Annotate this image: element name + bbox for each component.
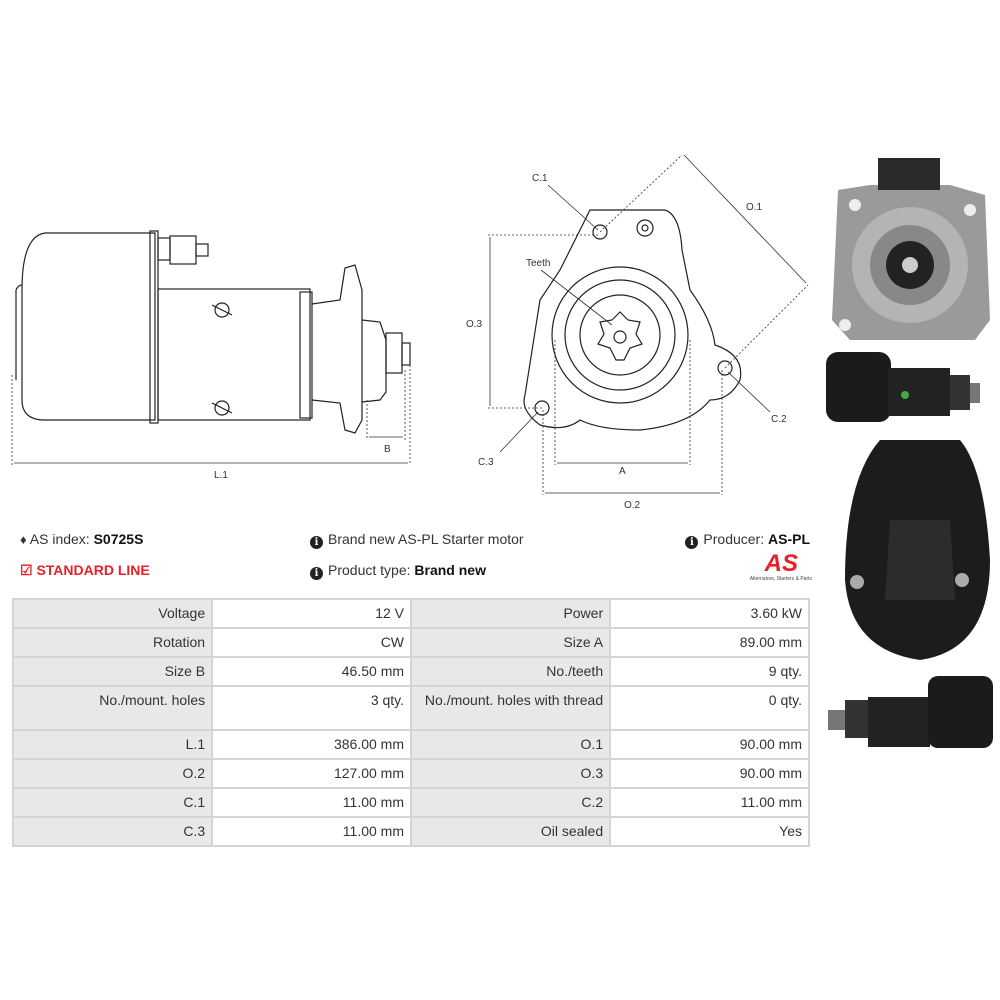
front-view-drawing: C.1 O.1 O.3 Teeth C.2 C.3 A O.2 — [466, 154, 809, 511]
spec-label: Size B — [11, 656, 214, 687]
spec-value: 89.00 mm — [609, 627, 810, 658]
as-index-label: AS index: — [29, 531, 90, 547]
info-icon: i — [310, 536, 323, 549]
dim-label-o1: O.1 — [746, 202, 763, 213]
spec-value: 90.00 mm — [609, 729, 810, 760]
spec-value: CW — [211, 627, 413, 658]
product-line-label: STANDARD LINE — [36, 562, 150, 578]
photo-side — [826, 352, 980, 422]
as-pl-logo: AS Alternators, Starters & Parts — [722, 550, 812, 583]
photo-front — [832, 158, 990, 340]
spec-value: 46.50 mm — [211, 656, 413, 687]
tag-icon: ♦ — [20, 532, 27, 547]
spec-label: Power — [410, 598, 612, 629]
product-photos — [826, 158, 993, 748]
logo-tagline: Alternators, Starters & Parts — [749, 576, 812, 582]
side-view-drawing: B L.1 — [11, 230, 411, 481]
spec-label: C.3 — [11, 816, 214, 847]
spec-label: Voltage — [11, 598, 214, 629]
photo-side-2 — [828, 676, 993, 748]
spec-label: O.2 — [11, 758, 214, 789]
dim-label-c1: C.1 — [532, 173, 548, 184]
dim-label-a: A — [619, 466, 626, 477]
spec-label: O.3 — [410, 758, 612, 789]
dim-label-o2: O.2 — [624, 500, 641, 511]
spec-value: Yes — [609, 816, 810, 847]
as-index: ♦ AS index: S0725S — [20, 531, 143, 547]
description-text: Brand new AS-PL Starter motor — [328, 531, 524, 547]
description: i Brand new AS-PL Starter motor — [310, 531, 524, 549]
spec-label: No./mount. holes with thread — [410, 685, 612, 731]
spec-value: 386.00 mm — [211, 729, 413, 760]
producer: i Producer: AS-PL — [685, 531, 810, 549]
spec-label: No./mount. holes — [11, 685, 214, 731]
spec-value: 11.00 mm — [211, 787, 413, 818]
dim-label-b: B — [384, 444, 391, 455]
spec-value: 3 qty. — [211, 685, 413, 731]
dim-label-teeth: Teeth — [526, 258, 550, 269]
spec-label: C.1 — [11, 787, 214, 818]
spec-label: Oil sealed — [410, 816, 612, 847]
spec-label: O.1 — [410, 729, 612, 760]
dim-label-l1: L.1 — [214, 470, 228, 481]
spec-label: Rotation — [11, 627, 214, 658]
spec-value: 11.00 mm — [211, 816, 413, 847]
dim-label-o3: O.3 — [466, 319, 483, 330]
spec-value: 11.00 mm — [609, 787, 810, 818]
checkbox-checked-icon: ☑ — [20, 562, 33, 578]
product-type-label: Product type: — [328, 562, 411, 578]
product-type: i Product type: Brand new — [310, 562, 486, 580]
spec-label: L.1 — [11, 729, 214, 760]
spec-value: 3.60 kW — [609, 598, 810, 629]
spec-value: 12 V — [211, 598, 413, 629]
spec-value: 90.00 mm — [609, 758, 810, 789]
producer-label: Producer: — [703, 531, 765, 547]
photo-rear — [845, 440, 990, 660]
info-icon: i — [685, 536, 699, 549]
dim-label-c3: C.3 — [478, 457, 494, 468]
spec-value: 9 qty. — [609, 656, 810, 687]
producer-value: AS-PL — [768, 531, 810, 547]
info-icon: i — [310, 567, 323, 580]
product-line: ☑ STANDARD LINE — [20, 562, 150, 579]
logo-text: AS — [764, 550, 798, 577]
spec-value: 0 qty. — [609, 685, 810, 731]
spec-label: C.2 — [410, 787, 612, 818]
spec-value: 127.00 mm — [211, 758, 413, 789]
spec-label: No./teeth — [410, 656, 612, 687]
dim-label-c2: C.2 — [771, 414, 787, 425]
spec-label: Size A — [410, 627, 612, 658]
as-index-value: S0725S — [93, 531, 144, 547]
product-type-value: Brand new — [414, 562, 486, 578]
